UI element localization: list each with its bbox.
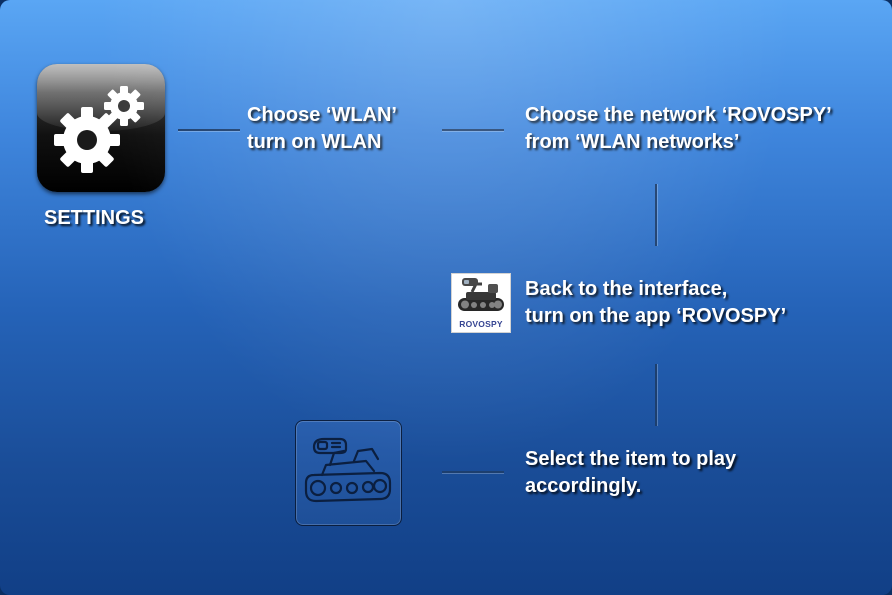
step-choose-network: Choose the network ‘ROVOSPY’ from ‘WLAN … (525, 104, 832, 153)
robot-item-tile (295, 420, 402, 526)
step-choose-wlan: Choose ‘WLAN’ turn on WLAN (247, 104, 397, 153)
connector-line (178, 129, 240, 131)
connector-line (655, 184, 657, 246)
step-open-app: Back to the interface, turn on the app ‘… (525, 278, 787, 327)
settings-app-icon (37, 64, 165, 192)
step-select-item: Select the item to play accordingly. (525, 448, 737, 497)
rovospy-app-icon: ROVOSPY (451, 273, 511, 333)
connector-line (442, 129, 504, 131)
app-icon-label: ROVOSPY (459, 319, 503, 329)
connector-line (442, 471, 504, 473)
settings-label: SETTINGS (44, 207, 145, 229)
gear-icon (54, 86, 144, 173)
connector-line (655, 364, 657, 426)
robot-icon (304, 437, 392, 503)
robot-icon (458, 278, 504, 311)
